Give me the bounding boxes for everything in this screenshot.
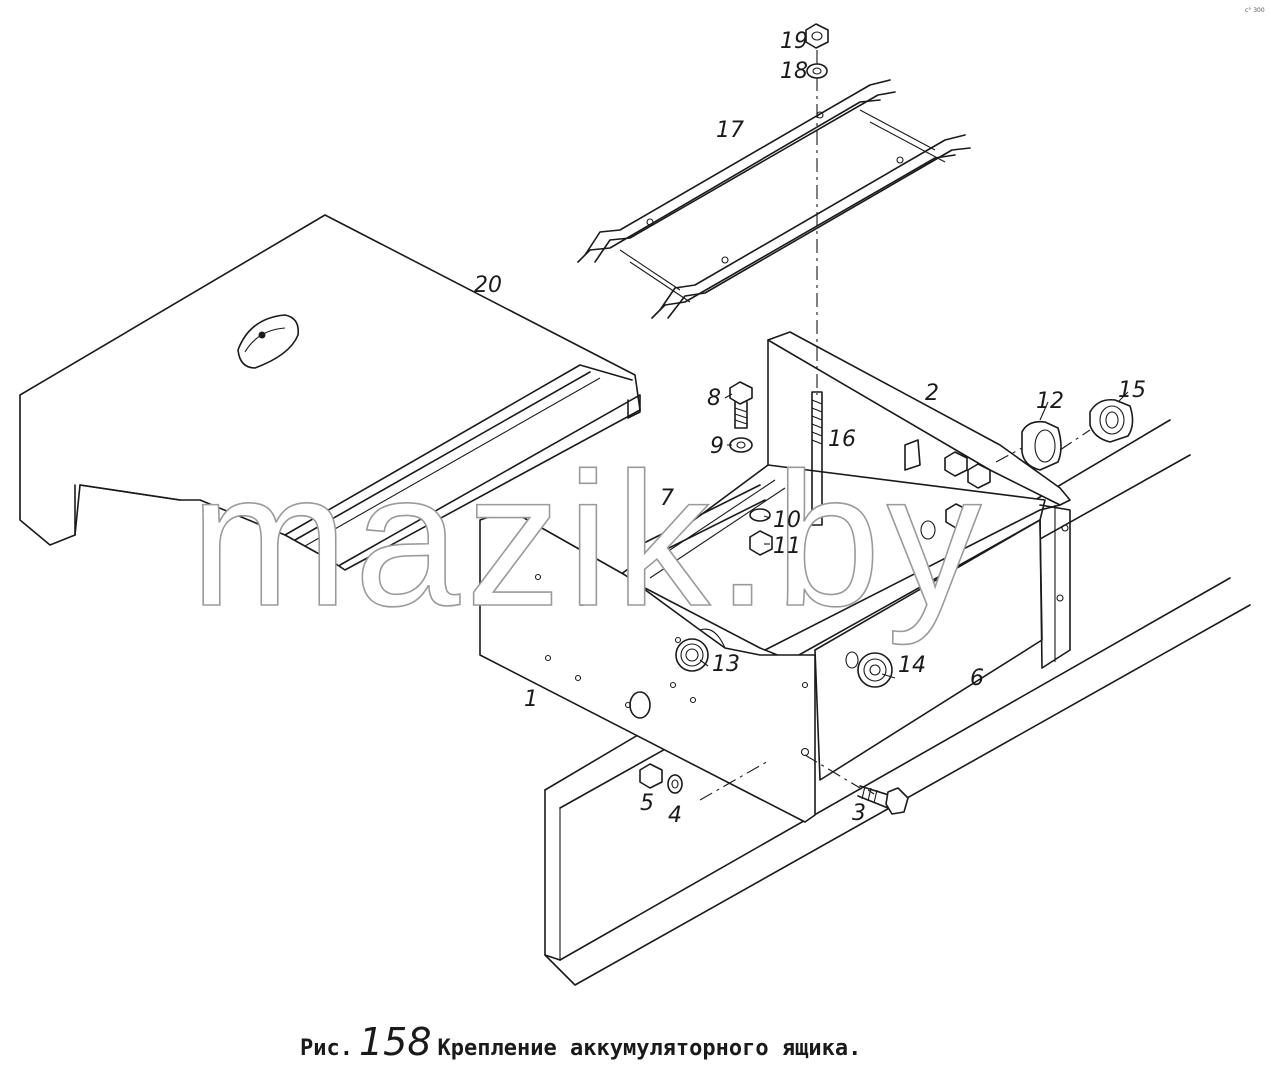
caption-title: Крепление аккумуляторного ящика. [437, 1036, 862, 1061]
callout-20: 20 [474, 273, 502, 298]
battery-clamp-frame [577, 79, 971, 319]
callout-4: 4 [668, 803, 682, 828]
callout-16: 16 [828, 427, 856, 452]
corner-mark: с° 300 [1245, 7, 1265, 14]
callout-13: 13 [712, 652, 740, 677]
callout-labels: 1 2 3 4 5 6 7 8 9 10 11 12 13 14 15 16 1… [474, 29, 1146, 828]
tie-rod [811, 50, 823, 526]
callout-19: 19 [780, 29, 808, 54]
caption-prefix: Рис. [300, 1036, 353, 1061]
callout-6: 6 [970, 666, 984, 691]
callout-12: 12 [1036, 389, 1064, 414]
callout-15: 15 [1118, 378, 1146, 403]
callout-2: 2 [925, 381, 939, 406]
figure-number: 158 [358, 1020, 432, 1064]
callout-18: 18 [780, 59, 808, 84]
callout-7: 7 [660, 486, 674, 511]
callout-8: 8 [707, 386, 721, 411]
callout-5: 5 [640, 791, 654, 816]
leader-lines [699, 391, 1129, 795]
watermark: mazik.by [190, 434, 988, 646]
callout-1: 1 [524, 687, 538, 712]
callout-11: 11 [773, 534, 801, 559]
callout-9: 9 [710, 434, 724, 459]
battery-box-body [479, 331, 1071, 823]
hardware [639, 23, 1134, 815]
callout-14: 14 [898, 653, 926, 678]
battery-box-cover [19, 214, 641, 571]
callout-10: 10 [773, 508, 801, 533]
callout-3: 3 [852, 801, 866, 826]
callout-17: 17 [716, 118, 744, 143]
